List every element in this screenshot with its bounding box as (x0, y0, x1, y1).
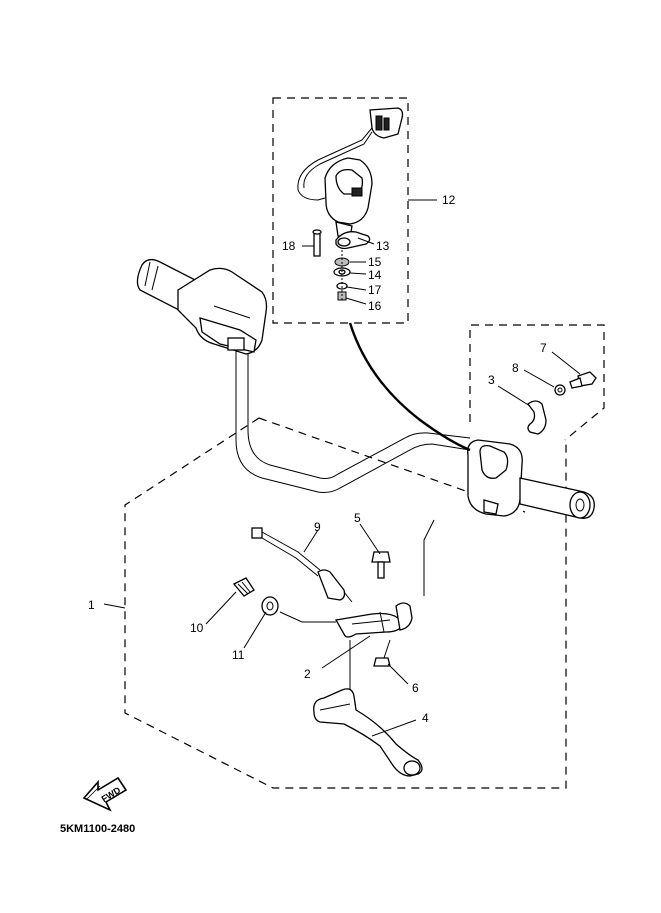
lever-holder-2 (334, 602, 413, 638)
left-grip-assembly (136, 258, 268, 355)
callout-14: 14 (368, 268, 382, 282)
callout-2: 2 (304, 667, 311, 681)
switch-wire (348, 322, 471, 452)
clamp-group-outline (469, 324, 605, 441)
switch-hardware (312, 229, 371, 302)
switch-group-outline (272, 97, 409, 324)
callout-7: 7 (540, 341, 547, 355)
lever-assembly-outline (124, 417, 567, 789)
handlebar-switch-12 (297, 107, 404, 239)
leader-lines (103, 199, 581, 737)
callout-8: 8 (512, 361, 519, 375)
pivot-bolt-5 (371, 551, 391, 579)
callout-12: 12 (442, 193, 456, 207)
callout-1: 1 (88, 598, 95, 612)
callout-3: 3 (488, 373, 495, 387)
clamp-hardware (527, 371, 597, 435)
callout-15: 15 (368, 255, 382, 269)
callout-10: 10 (190, 621, 204, 635)
callout-16: 16 (368, 299, 382, 313)
callout-18: 18 (282, 239, 296, 253)
clutch-lever-4 (313, 688, 423, 777)
callout-6: 6 (412, 681, 419, 695)
callouts: 1 2 3 4 5 6 7 8 9 10 11 12 13 14 15 16 1… (88, 193, 547, 725)
callout-9: 9 (314, 520, 321, 534)
handlebar (235, 350, 471, 493)
right-switch-assembly (467, 439, 595, 519)
callout-11: 11 (232, 648, 245, 662)
callout-4: 4 (422, 711, 429, 725)
part-code: 5KM1100-2480 (60, 823, 135, 835)
cable-9 (251, 527, 353, 603)
callout-17: 17 (368, 283, 382, 297)
callout-13: 13 (376, 239, 390, 253)
adjuster-10 (232, 577, 255, 597)
fwd-arrow-icon: FWD (82, 776, 128, 812)
callout-5: 5 (354, 511, 361, 525)
nut-6 (373, 657, 391, 667)
locknut-11 (261, 596, 279, 616)
